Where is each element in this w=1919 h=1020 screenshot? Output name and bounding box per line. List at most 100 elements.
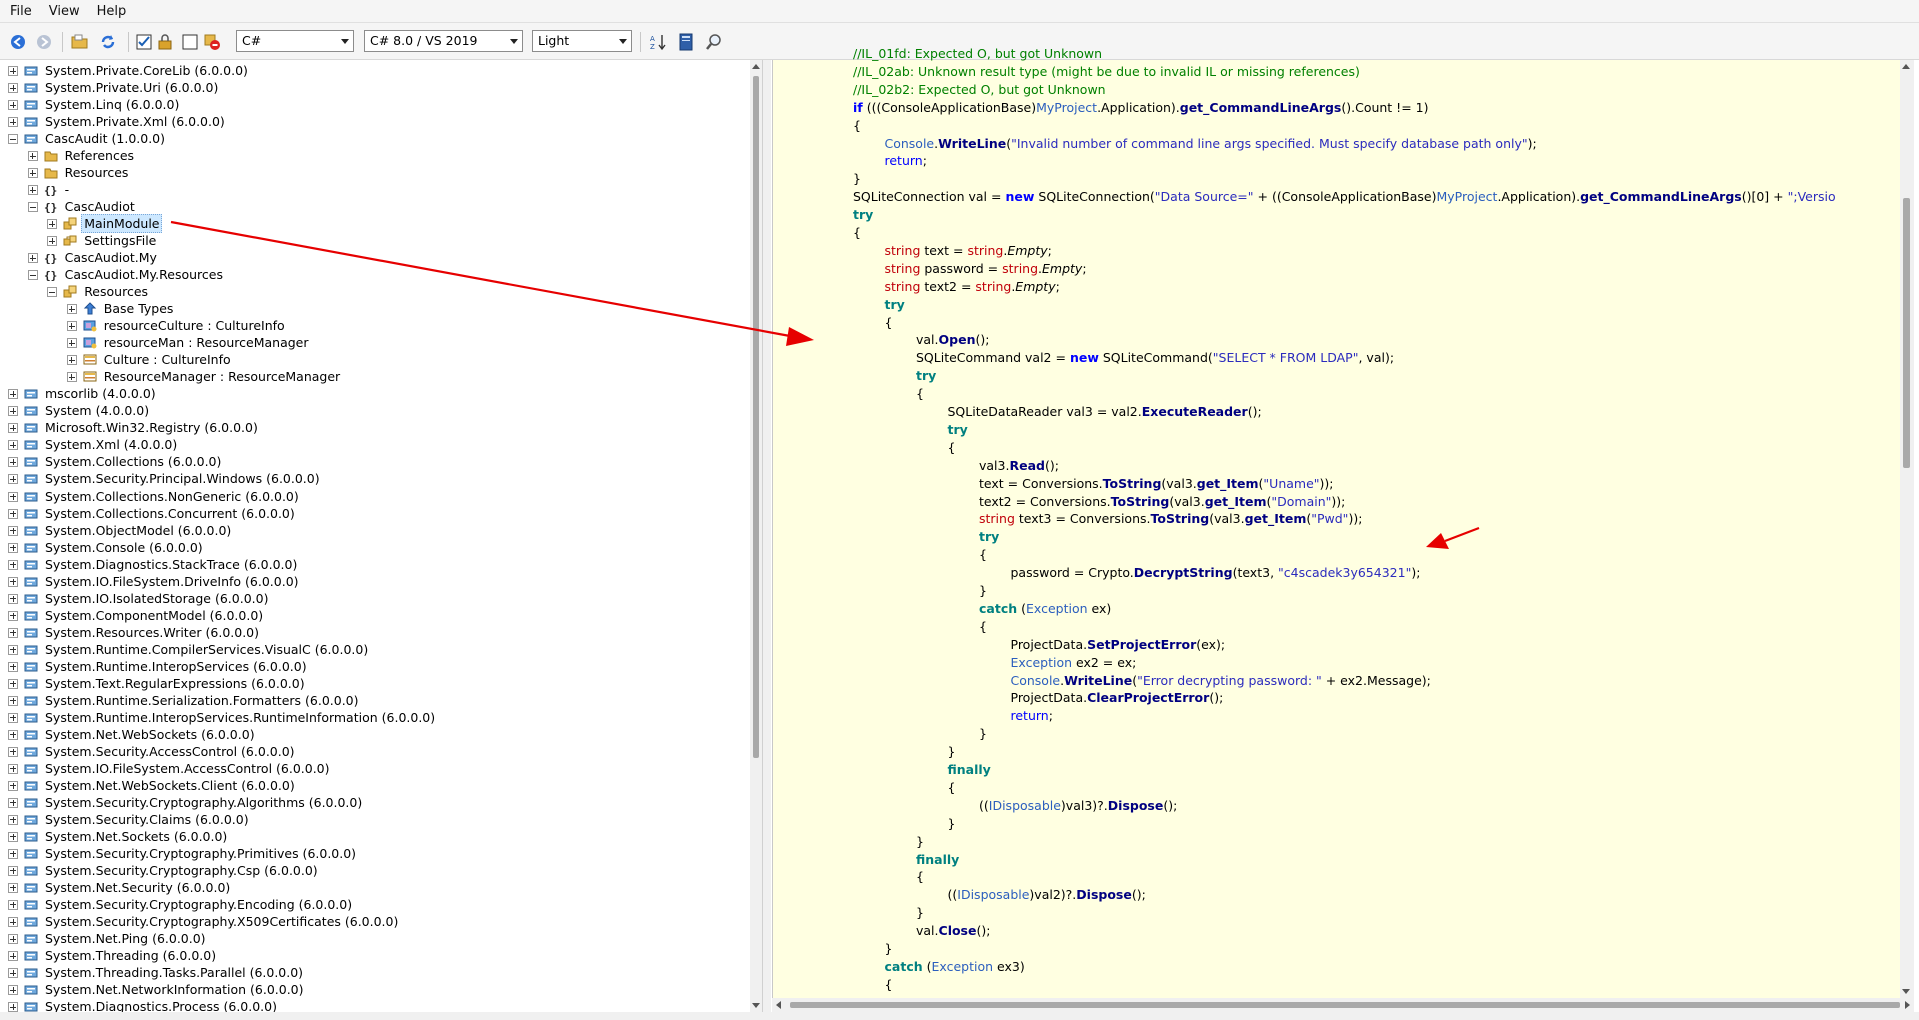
- code-token: ExecuteReader: [1141, 404, 1248, 419]
- expand-icon[interactable]: [8, 712, 18, 723]
- collapse-icon[interactable]: [27, 202, 38, 213]
- expand-icon[interactable]: [8, 746, 18, 757]
- expand-icon[interactable]: [8, 951, 18, 962]
- expand-icon[interactable]: [8, 440, 18, 451]
- expand-icon[interactable]: [8, 542, 18, 553]
- expand-icon[interactable]: [47, 219, 58, 230]
- expand-icon[interactable]: [8, 117, 18, 128]
- expand-icon[interactable]: [8, 457, 18, 468]
- scroll-up-icon[interactable]: [752, 64, 760, 69]
- version-select[interactable]: C# 8.0 / VS 2019: [364, 30, 523, 52]
- tree-scrollbar-thumb[interactable]: [753, 76, 759, 758]
- scroll-down-icon[interactable]: [752, 1003, 760, 1008]
- code-scrollbar-thumb[interactable]: [1903, 198, 1910, 468]
- expand-icon[interactable]: [27, 151, 38, 162]
- assembly-icon: [24, 455, 38, 468]
- expand-icon[interactable]: [8, 934, 18, 945]
- menu-view[interactable]: View: [48, 3, 80, 19]
- expand-icon[interactable]: [8, 882, 18, 893]
- expand-icon[interactable]: [8, 797, 18, 808]
- expand-icon[interactable]: [8, 899, 18, 910]
- assembly-tree[interactable]: System.Private.CoreLib (6.0.0.0)System.P…: [0, 60, 758, 1014]
- language-select[interactable]: C#: [236, 30, 354, 52]
- expand-icon[interactable]: [8, 865, 18, 876]
- expand-icon[interactable]: [8, 66, 18, 76]
- expand-icon[interactable]: [8, 406, 18, 417]
- checkbox-unchecked-icon[interactable]: [180, 32, 200, 52]
- expand-icon[interactable]: [8, 627, 18, 638]
- expand-icon[interactable]: [8, 917, 18, 927]
- expand-icon[interactable]: [66, 372, 77, 383]
- expand-icon[interactable]: [8, 644, 18, 655]
- expand-icon[interactable]: [8, 661, 18, 672]
- expand-icon[interactable]: [8, 593, 18, 604]
- expand-icon[interactable]: [8, 491, 18, 502]
- tree-node-label: System.Net.WebSockets.Client (6.0.0.0): [45, 777, 295, 793]
- code-token: text =: [920, 242, 968, 258]
- expand-icon[interactable]: [27, 253, 38, 264]
- expand-icon[interactable]: [8, 576, 18, 587]
- tree-scrollbar[interactable]: [750, 60, 762, 1012]
- code-hscroll-thumb[interactable]: [790, 1002, 1900, 1008]
- expand-icon[interactable]: [8, 814, 18, 825]
- decompile-manager-icon[interactable]: [676, 32, 696, 52]
- expand-icon[interactable]: [27, 168, 38, 179]
- scroll-up-icon[interactable]: [1902, 64, 1910, 69]
- scroll-down-icon[interactable]: [1902, 989, 1910, 994]
- expand-icon[interactable]: [66, 304, 77, 315]
- scroll-left-icon[interactable]: [776, 1001, 781, 1009]
- collapse-icon[interactable]: [8, 134, 18, 145]
- expand-icon[interactable]: [66, 338, 77, 349]
- expand-icon[interactable]: [8, 508, 18, 519]
- expand-icon[interactable]: [8, 848, 18, 859]
- pane-splitter[interactable]: [762, 60, 771, 1012]
- expand-icon[interactable]: [8, 695, 18, 706]
- collapse-icon[interactable]: [27, 270, 38, 281]
- menu-file[interactable]: File: [10, 3, 32, 19]
- menu-help[interactable]: Help: [96, 3, 127, 19]
- expand-icon[interactable]: [8, 423, 18, 434]
- assembly-icon: [24, 728, 38, 741]
- search-icon[interactable]: [704, 32, 724, 52]
- reload-icon[interactable]: [98, 32, 118, 52]
- theme-select[interactable]: Light: [532, 30, 632, 52]
- code-token: {: [916, 869, 924, 885]
- code-token: .: [1011, 278, 1016, 294]
- code-line: ((IDisposable)val3)?.Dispose();: [979, 797, 1177, 814]
- expand-icon[interactable]: [8, 780, 18, 791]
- scroll-right-icon[interactable]: [1905, 1001, 1910, 1009]
- expand-icon[interactable]: [8, 100, 18, 111]
- expand-icon[interactable]: [8, 968, 18, 979]
- collapse-icon[interactable]: [47, 287, 58, 298]
- expand-icon[interactable]: [8, 525, 18, 536]
- code-token: //IL_01fd: Expected O, but got Unknown: [853, 46, 1103, 61]
- code-horizontal-scrollbar[interactable]: [772, 998, 1914, 1012]
- expand-icon[interactable]: [27, 185, 38, 196]
- code-vertical-scrollbar[interactable]: [1900, 60, 1914, 998]
- expand-icon[interactable]: [8, 831, 18, 842]
- expand-icon[interactable]: [8, 729, 18, 740]
- expand-icon[interactable]: [8, 474, 18, 485]
- tree-node-label: System.Runtime.InteropServices (6.0.0.0): [45, 658, 307, 674]
- expand-icon[interactable]: [66, 321, 77, 332]
- lock-icon[interactable]: [155, 32, 175, 52]
- back-icon[interactable]: [8, 32, 28, 52]
- forward-icon[interactable]: [34, 32, 54, 52]
- expand-icon[interactable]: [8, 1002, 18, 1013]
- expand-icon[interactable]: [8, 83, 18, 94]
- open-icon[interactable]: [70, 32, 90, 52]
- expand-icon[interactable]: [8, 559, 18, 570]
- expand-icon[interactable]: [47, 236, 58, 247]
- expand-icon[interactable]: [8, 763, 18, 774]
- checkbox-checked-icon[interactable]: [134, 32, 154, 52]
- expand-icon[interactable]: [8, 389, 18, 400]
- expand-icon[interactable]: [8, 610, 18, 621]
- expand-icon[interactable]: [8, 678, 18, 689]
- expand-icon[interactable]: [66, 355, 77, 366]
- decompiled-code-view[interactable]: //IL_01fd: Expected O, but got Unknown//…: [772, 46, 1901, 998]
- expand-icon[interactable]: [8, 985, 18, 996]
- assembly-remove-icon[interactable]: [202, 32, 222, 52]
- code-token: finally: [916, 851, 960, 867]
